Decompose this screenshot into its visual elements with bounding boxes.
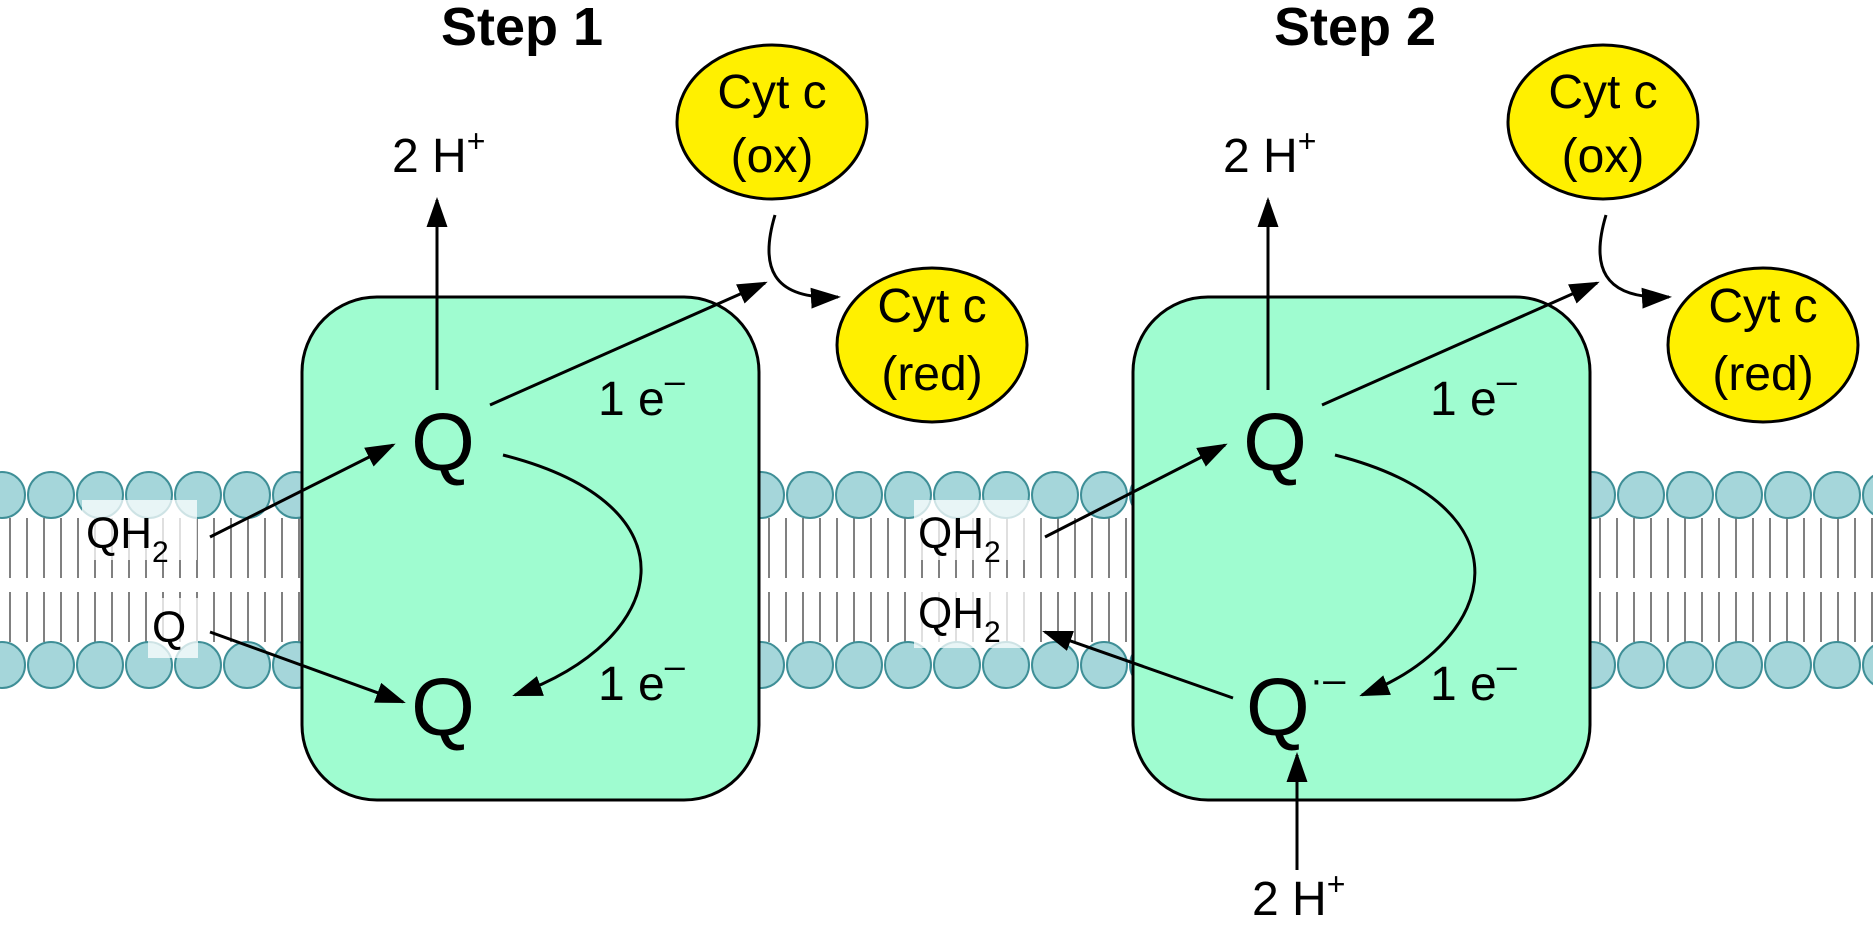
qh2-to-q-arrow-1 <box>209 443 396 539</box>
cytc-reduction-arrow-1 <box>767 214 841 309</box>
lipid-head <box>27 471 75 519</box>
lipid-head <box>1031 471 1079 519</box>
q-top-2: Q <box>1243 397 1307 488</box>
cyt-c-ox-line1-2: Cyt c <box>1548 66 1657 119</box>
lipid-head <box>1764 641 1812 689</box>
electron-to-cytc-arrow-2 <box>1321 281 1600 407</box>
membrane-upper-label-2: QH2 <box>918 509 1001 569</box>
lipid-head <box>1862 474 1873 516</box>
qh2-release-arrow-2 <box>1042 630 1234 700</box>
q-top-1: Q <box>411 397 475 488</box>
cyt-c-red-line2-1: (red) <box>881 348 982 401</box>
lipid-head <box>0 641 26 689</box>
cyt-c-ox-1 <box>675 43 869 201</box>
lipid-head <box>933 641 981 689</box>
proton-out-label-1: 2 H+ <box>392 123 485 183</box>
membrane-upper-label-1: QH2 <box>86 509 169 569</box>
lipid-head <box>1764 471 1812 519</box>
qh2-to-q-arrow-2 <box>1044 443 1228 539</box>
lipid-head <box>223 641 271 689</box>
step-2-title: Step 2 <box>1274 0 1436 57</box>
membrane-label-bg-upper-1 <box>82 500 197 560</box>
membrane-label-bg-lower-2 <box>914 588 1029 648</box>
lipid-head <box>1666 641 1714 689</box>
step-1-title: Step 1 <box>441 0 603 57</box>
lipid-head <box>27 641 75 689</box>
lipid-head <box>1862 644 1873 686</box>
cyt-c-ox-2 <box>1506 43 1700 201</box>
lipid-head <box>1031 641 1079 689</box>
cyt-c-ox-line1-1: Cyt c <box>717 66 826 119</box>
lipid-head <box>835 641 883 689</box>
cyt-c-red-1 <box>835 266 1029 424</box>
lipid-head <box>76 641 124 689</box>
electron-to-cytc-arrow-1 <box>489 281 768 407</box>
cyt-c-red-line1-1: Cyt c <box>877 280 986 333</box>
cyt-c-ox-line2-1: (ox) <box>731 130 814 183</box>
q-cycle-curve-arrow-1 <box>502 453 643 697</box>
q-to-qsite-arrow-1 <box>209 630 406 704</box>
cyt-c-red-2 <box>1666 266 1860 424</box>
lipid-head <box>884 641 932 689</box>
complex-iii-step-1 <box>300 295 761 802</box>
lipid-head <box>786 641 834 689</box>
electron-top-label-2: 1 e– <box>1430 360 1517 426</box>
step-1: Step 1 2 H+ Q Q 1 e– 1 e– QH2 Q Cyt c (o… <box>82 0 1029 802</box>
complex-iii-step-2 <box>1131 295 1592 802</box>
step-2: Step 2 2 H+ Q Q·– 1 e– 1 e– QH2 QH2 2 H+… <box>914 0 1860 926</box>
q-cycle-curve-arrow-2 <box>1334 453 1477 697</box>
lipid-head <box>1715 641 1763 689</box>
lipid-head <box>1080 641 1128 689</box>
lipid-head <box>0 471 26 519</box>
lipid-head <box>1813 641 1861 689</box>
lipid-head <box>1715 471 1763 519</box>
membrane-lower-label-2: QH2 <box>918 589 1001 649</box>
lipid-head <box>1666 471 1714 519</box>
electron-bottom-label-2: 1 e– <box>1430 645 1517 711</box>
cytc-reduction-arrow-2 <box>1598 214 1672 309</box>
cyt-c-red-line2-2: (red) <box>1712 348 1813 401</box>
lipid-head <box>786 471 834 519</box>
membrane-lower-label-1: Q <box>152 603 186 652</box>
lipid-head <box>1617 471 1665 519</box>
lipid-head <box>1617 641 1665 689</box>
lipid-head <box>835 471 883 519</box>
lipid-head <box>1080 471 1128 519</box>
electron-top-label-1: 1 e– <box>598 360 685 426</box>
membrane-label-bg-upper-2 <box>914 500 1029 560</box>
q-radical-2: Q·– <box>1246 658 1346 753</box>
lipid-head <box>1813 471 1861 519</box>
q-bottom-1: Q <box>411 662 475 753</box>
proton-out-label-2: 2 H+ <box>1223 123 1316 183</box>
membrane-label-bg-lower-1 <box>148 598 198 658</box>
electron-bottom-label-1: 1 e– <box>598 645 685 711</box>
proton-in-label-2: 2 H+ <box>1252 866 1345 921</box>
cyt-c-red-line1-2: Cyt c <box>1708 280 1817 333</box>
cyt-c-ox-line2-2: (ox) <box>1562 130 1645 183</box>
